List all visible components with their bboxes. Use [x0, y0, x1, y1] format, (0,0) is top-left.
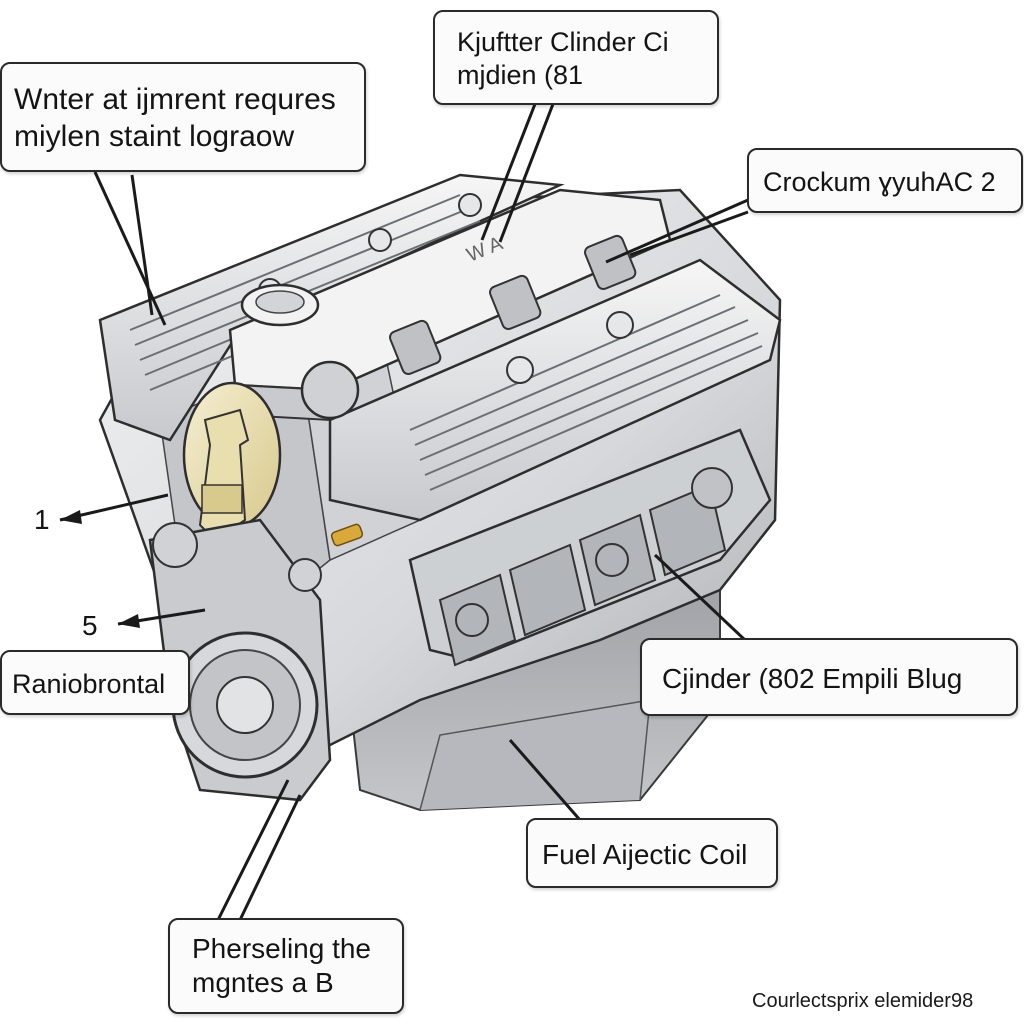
exhaust-manifold — [408, 428, 772, 667]
callout-fuel-coil-text: Fuel Aijectic Coil — [542, 839, 748, 870]
leader-line-pulley-b — [238, 794, 302, 921]
right-valve-cover — [300, 258, 782, 522]
leader-line-water-pump-a — [93, 171, 167, 326]
leader-line-fuel-coil — [508, 739, 582, 821]
leader-line-crankcase-b — [629, 210, 749, 257]
callout-cylinder-plug: Cjinder (802 Empili Blug — [640, 638, 1018, 716]
pointer-number-1: 1 — [34, 504, 50, 535]
callout-pulley: Pherseling the mgntes a B — [168, 918, 404, 1014]
callout-cylinder-head-line2: mjdien (81 — [457, 59, 584, 90]
leader-line-cylinder-head-a — [480, 103, 537, 241]
callout-fuel-coil: Fuel Aijectic Coil — [526, 818, 778, 888]
callout-water-pump-line2: miylen staint lograow — [14, 119, 295, 153]
callout-radiator: Raniobrontal — [0, 650, 190, 715]
leader-line-pulley-a — [216, 779, 290, 921]
callout-water-pump: Wnter at ijmrent requres miylen staint l… — [0, 62, 366, 172]
callout-water-pump-line1: Wnter at ijmrent requres — [14, 83, 336, 116]
leader-line-crankcase-a — [605, 198, 749, 264]
callout-pulley-line1: Pherseling the — [192, 933, 372, 964]
callout-pulley-line2: mgntes a B — [192, 967, 334, 999]
front-pulley — [148, 518, 332, 802]
callout-crankcase: Crockum ɣyuhAC 2 — [747, 148, 1023, 213]
arrowhead-1 — [60, 510, 82, 524]
pointer-number-5: 5 — [82, 610, 98, 641]
callout-radiator-text: Raniobrontal — [12, 669, 166, 699]
callout-cylinder-plug-text: Cjinder (802 Empili Blug — [662, 663, 963, 694]
leader-line-cylinder-head-b — [498, 103, 555, 243]
brass-fitting — [330, 523, 364, 547]
leader-lines — [59, 103, 749, 921]
leader-line-cylinder-plug — [653, 553, 747, 642]
leader-line-water-pump-b — [130, 174, 154, 316]
image-credit: Courlectsprix elemider98 — [752, 990, 974, 1012]
arrowhead-5 — [118, 614, 140, 628]
callout-cylinder-head-line1: Kjuftter Clinder Ci — [457, 27, 669, 57]
callout-crankcase-text: Crockum ɣyuhAC 2 — [763, 167, 996, 197]
callout-cylinder-head: Kjuftter Clinder Ci mjdien (81 — [433, 10, 719, 105]
coolant-cap — [182, 381, 282, 542]
